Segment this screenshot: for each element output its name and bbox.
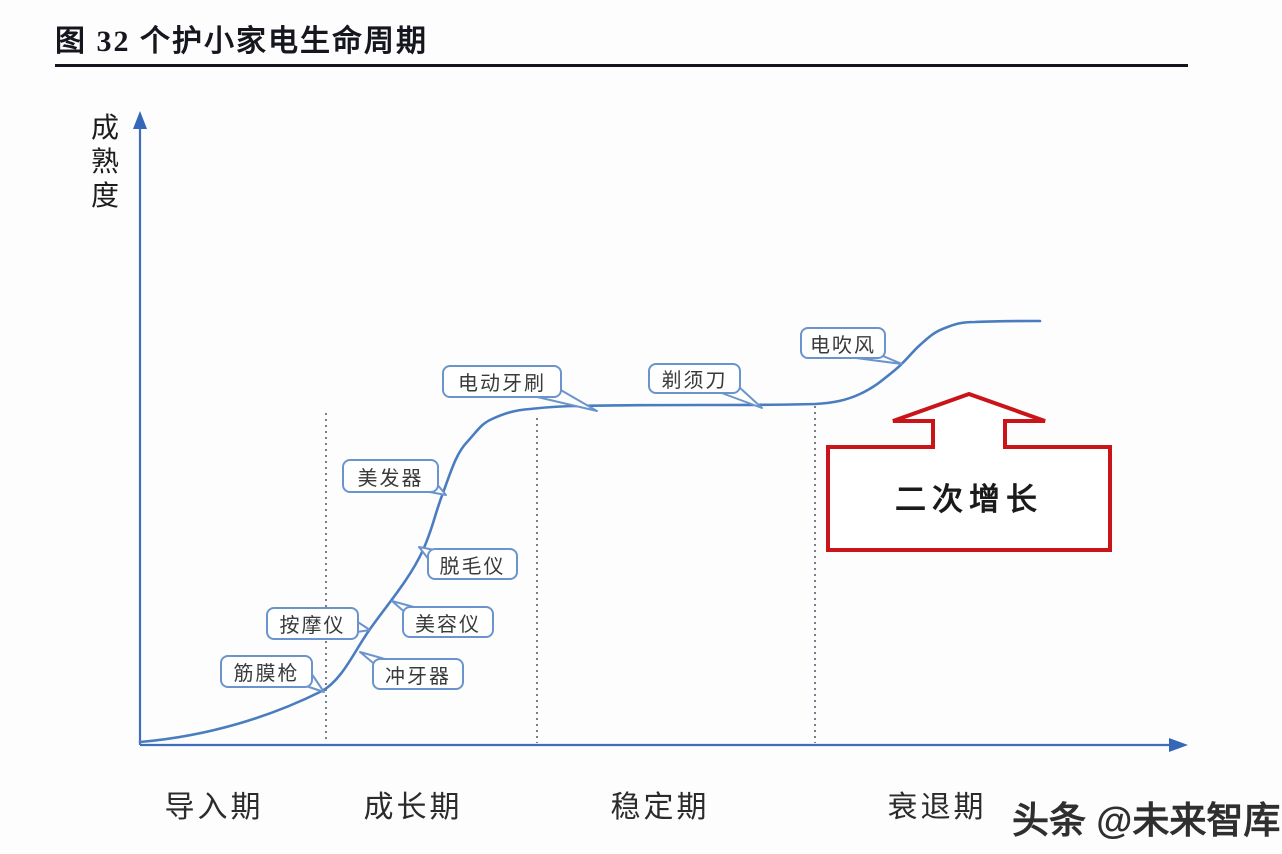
x-label-introduction: 导入期	[164, 791, 264, 824]
phase-boundary-lines	[325, 406, 816, 743]
callout-tails	[293, 350, 903, 693]
second-growth-arrow	[826, 391, 1112, 552]
second-growth-label: 二次增长	[895, 482, 1043, 517]
figure-title: 图 32 个护小家电生命周期	[55, 25, 428, 58]
callout-hair-styler: 美发器	[342, 459, 439, 493]
callout-electric-toothbrush: 电动牙刷	[442, 365, 562, 398]
callout-massager: 按摩仪	[266, 607, 359, 640]
callout-label: 冲牙器	[385, 665, 451, 688]
x-label-growth: 成长期	[363, 791, 463, 824]
watermark-toutiao: 头条 @未来智库	[1012, 800, 1281, 841]
callout-label: 筋膜枪	[233, 663, 300, 685]
callout-beauty-device: 美容仪	[402, 606, 494, 638]
callout-shaver: 剃须刀	[648, 363, 741, 394]
y-axis-arrow-icon	[133, 111, 147, 129]
x-axis-arrow-icon	[1169, 738, 1188, 752]
axes	[133, 111, 1188, 752]
callout-label: 美容仪	[415, 613, 481, 636]
callout-hair-dryer: 电吹风	[800, 327, 886, 359]
callout-label: 按摩仪	[279, 615, 346, 637]
callout-label: 电吹风	[810, 334, 876, 357]
callout-water-flosser: 冲牙器	[372, 658, 464, 690]
callout-fascia-gun: 筋膜枪	[220, 655, 313, 688]
callout-label: 美发器	[357, 467, 424, 490]
y-axis-label: 成熟度	[90, 113, 119, 213]
title-underline	[55, 64, 1188, 67]
callout-label: 电动牙刷	[458, 373, 546, 395]
callout-label: 脱毛仪	[439, 555, 506, 578]
callout-label: 剃须刀	[661, 370, 728, 392]
callout-hair-remover: 脱毛仪	[427, 548, 518, 580]
x-label-stable: 稳定期	[610, 791, 710, 824]
x-label-decline: 衰退期	[887, 791, 987, 824]
